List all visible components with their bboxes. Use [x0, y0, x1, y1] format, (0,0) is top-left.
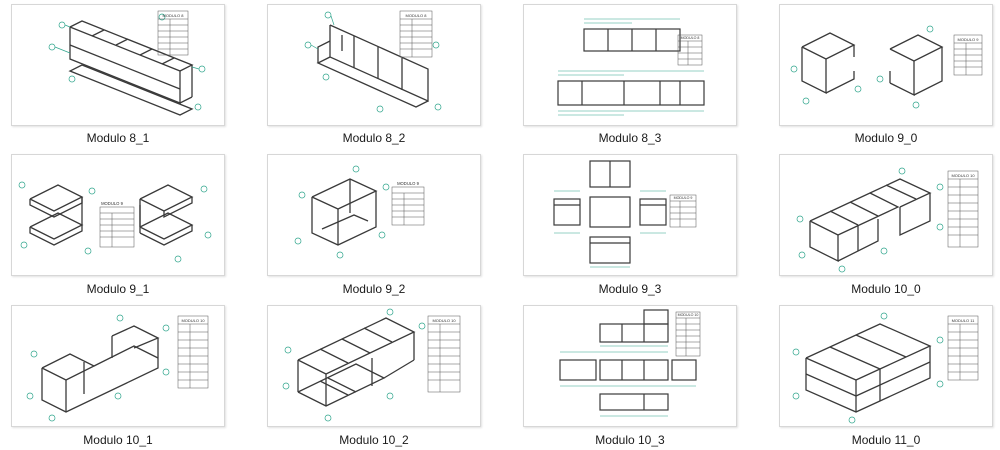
drawing-preview: MODULO 9 — [18, 181, 212, 263]
drawing-preview: MODULO 9 — [553, 160, 697, 268]
thumbnail-label[interactable]: Modulo 10_1 — [83, 433, 153, 447]
thumbnail-modulo-10-2[interactable]: MODULO 10 — [267, 305, 481, 427]
table-title: MODULO 10 — [678, 313, 699, 317]
thumbnail-label[interactable]: Modulo 9_1 — [86, 282, 150, 296]
drawing-preview: MODULO 11 — [792, 312, 979, 424]
thumbnail-modulo-9-3[interactable]: MODULO 9 — [523, 154, 737, 276]
drawing-preview: MODULO 8 — [48, 10, 206, 116]
thumbnail-modulo-11-0[interactable]: MODULO 11 — [779, 305, 993, 427]
thumbnail-label[interactable]: Modulo 8_1 — [86, 131, 150, 145]
drawing-preview: MODULO 8 — [557, 18, 705, 116]
thumbnail-label[interactable]: Modulo 8_3 — [598, 131, 662, 145]
thumbnail-label[interactable]: Modulo 10_0 — [851, 282, 921, 296]
drawing-preview: MODULO 9 — [294, 165, 425, 259]
thumbnail-label[interactable]: Modulo 8_2 — [342, 131, 406, 145]
table-title: MODULO 8 — [163, 13, 185, 18]
drawing-preview: MODULO 8 — [304, 10, 442, 113]
table-title: MODULO 11 — [952, 318, 976, 323]
drawing-preview: MODULO 9 — [790, 25, 983, 109]
thumbnail-modulo-9-2[interactable]: MODULO 9 — [267, 154, 481, 276]
table-title: MODULO 9 — [101, 201, 124, 206]
thumbnail-modulo-10-0[interactable]: MODULO 10 — [779, 154, 993, 276]
thumbnail-label[interactable]: Modulo 9_3 — [598, 282, 662, 296]
thumbnail-label[interactable]: Modulo 10_3 — [595, 433, 665, 447]
thumbnail-modulo-10-3[interactable]: MODULO 10 — [523, 305, 737, 427]
table-title: MODULO 9 — [958, 37, 980, 42]
drawing-preview: MODULO 10 — [559, 309, 701, 417]
table-title: MODULO 8 — [681, 36, 700, 40]
thumbnail-modulo-8-3[interactable]: MODULO 8 — [523, 4, 737, 126]
table-title: MODULO 9 — [397, 181, 420, 186]
thumbnail-modulo-8-2[interactable]: MODULO 8 — [267, 4, 481, 126]
drawing-preview: MODULO 10 — [282, 308, 461, 422]
thumbnail-label[interactable]: Modulo 9_2 — [342, 282, 406, 296]
thumbnail-label[interactable]: Modulo 9_0 — [854, 131, 918, 145]
drawing-preview: MODULO 10 — [796, 167, 979, 273]
thumbnail-label[interactable]: Modulo 10_2 — [339, 433, 409, 447]
table-title: MODULO 10 — [432, 318, 456, 323]
thumbnail-modulo-9-0[interactable]: MODULO 9 — [779, 4, 993, 126]
thumbnail-modulo-8-1[interactable]: MODULO 8 — [11, 4, 225, 126]
thumbnail-label[interactable]: Modulo 11_0 — [851, 433, 921, 447]
table-title: MODULO 10 — [181, 318, 205, 323]
table-title: MODULO 8 — [406, 13, 428, 18]
thumbnail-modulo-10-1[interactable]: MODULO 10 — [11, 305, 225, 427]
table-title: MODULO 9 — [674, 196, 693, 200]
table-title: MODULO 10 — [951, 173, 975, 178]
drawing-preview: MODULO 10 — [26, 314, 209, 422]
thumbnail-modulo-9-1[interactable]: MODULO 9 — [11, 154, 225, 276]
